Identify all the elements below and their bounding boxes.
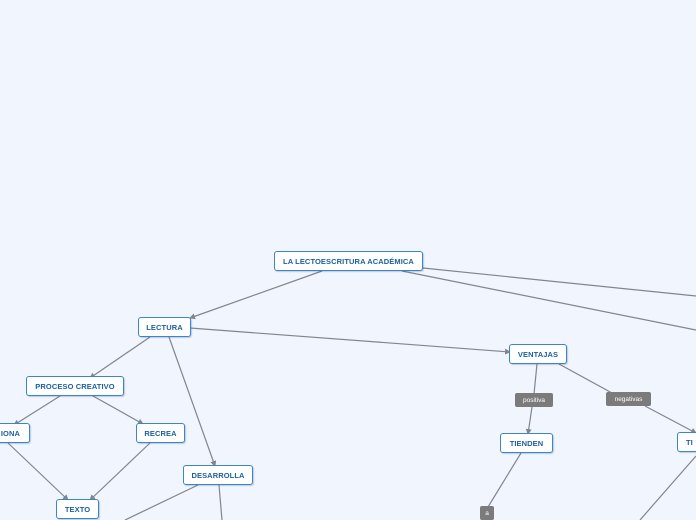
edge-root-to-offscreen-2 (401, 270, 696, 331)
lectura-node[interactable]: LECTURA (138, 317, 191, 337)
edge-ventajas-to-positiva (533, 363, 538, 395)
edge-lectura-to-desarrolla (168, 336, 217, 467)
edge-root-to-lectura (189, 270, 323, 320)
edge-iona-to-texto (7, 442, 69, 501)
texto-node[interactable]: TEXTO (56, 499, 99, 519)
positiva-label[interactable]: positiva (515, 393, 553, 407)
edge-proceso-to-iona (13, 395, 61, 426)
edge-desarrolla-down-left (124, 484, 199, 520)
edge-proceso-to-recrea (92, 395, 144, 425)
edge-desarrolla-down (218, 484, 223, 520)
ti-node[interactable]: TI (677, 432, 696, 452)
edge-tienden-to-a (487, 452, 522, 508)
edge-lectura-to-ventajas (189, 327, 511, 355)
edge-root-to-offscreen-1 (422, 267, 696, 297)
edge-ti-down (639, 455, 696, 520)
ventajas-node[interactable]: VENTAJAS (509, 344, 567, 364)
negativas-label[interactable]: negativas (606, 392, 651, 406)
recrea-node[interactable]: RECREA (136, 423, 185, 443)
a-label[interactable]: a (480, 506, 494, 520)
edge-negativas-to-ti (644, 405, 696, 434)
edge-ventajas-to-negativas (558, 363, 613, 394)
tienden-node[interactable]: TIENDEN (500, 433, 553, 453)
root-node[interactable]: LA LECTOESCRITURA ACADÉMICA (274, 251, 423, 271)
iona-node[interactable]: IONA (0, 423, 30, 443)
edge-positiva-to-tienden (525, 406, 533, 435)
edge-lectura-to-proceso (89, 336, 151, 379)
desarrolla-node[interactable]: DESARROLLA (183, 465, 253, 485)
edge-recrea-to-texto (89, 442, 151, 501)
proceso-creativo-node[interactable]: PROCESO CREATIVO (26, 376, 124, 396)
